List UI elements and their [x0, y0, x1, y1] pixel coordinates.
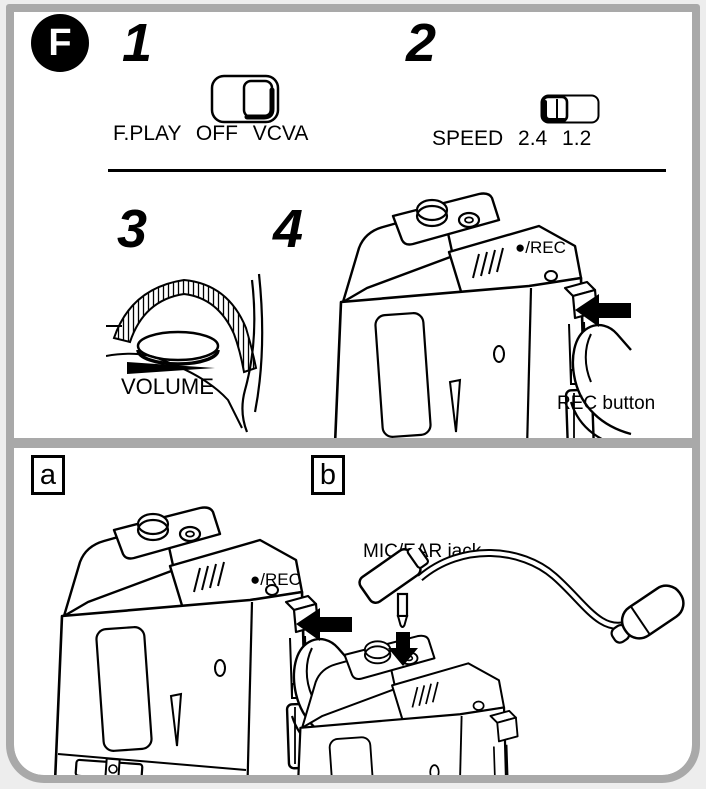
- step-4-rec-label: ●/REC: [515, 238, 566, 257]
- figure-letter-badge: F: [31, 14, 89, 72]
- volume-wheel-icon: [106, 273, 264, 433]
- section-a-rec-label: ●/REC: [250, 570, 301, 589]
- speed-switch-icon: [540, 94, 600, 124]
- section-a-tag: a: [31, 455, 65, 495]
- section-b-tag: b: [311, 455, 345, 495]
- step-2-switch-label: SPEED 2.4 1.2: [432, 127, 592, 150]
- step-1-number: 1: [122, 13, 152, 73]
- insert-arrow-icon: [388, 632, 418, 666]
- step-4-number: 4: [273, 199, 303, 259]
- figure-frame: F 1 F.PLAY OFF VCVA 2 SPEED 2.4 1.2 3: [6, 4, 700, 783]
- angle-plug-icon: [358, 548, 429, 604]
- step-3-number: 3: [117, 199, 147, 259]
- panel-separator: [14, 438, 692, 448]
- volume-label: VOLUME: [121, 374, 214, 399]
- rec-button-caption: REC button: [557, 393, 656, 414]
- volume-direction-wedge-icon: [127, 362, 215, 374]
- steps-divider-line: [108, 169, 666, 172]
- plug-cable-mic-illustration: [358, 548, 685, 666]
- step-2-number: 2: [406, 13, 436, 73]
- fplay-vcva-switch-icon: [210, 74, 280, 124]
- steps-panel: F 1 F.PLAY OFF VCVA 2 SPEED 2.4 1.2 3: [14, 12, 692, 438]
- step-1-switch-label: F.PLAY OFF VCVA: [113, 122, 309, 145]
- external-mic-icon: [610, 584, 685, 644]
- sections-panel: a b ●/REC MIC/EAR jack: [14, 448, 692, 775]
